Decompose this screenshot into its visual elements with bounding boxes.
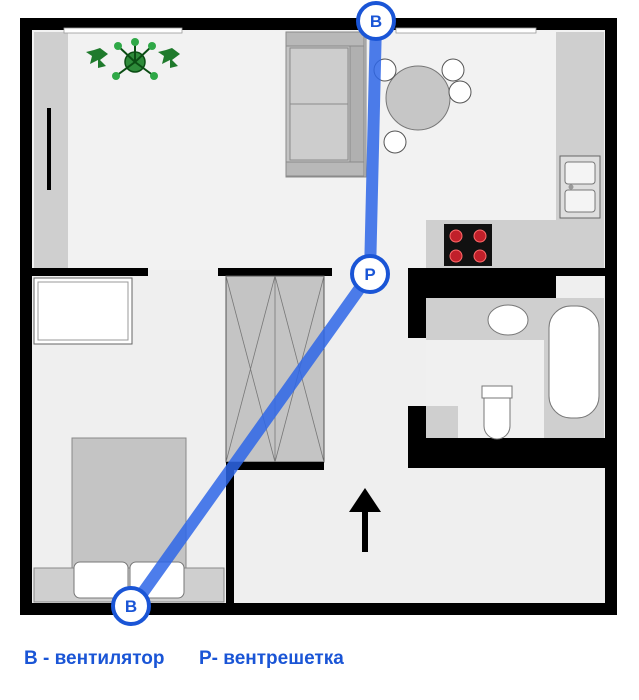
bathroom-wall-bottom xyxy=(408,438,605,468)
sofa xyxy=(285,31,367,178)
stove-icon xyxy=(444,224,492,266)
legend-fan: В - вентилятор xyxy=(24,648,165,669)
svg-text:В: В xyxy=(370,12,382,31)
cabinet-handle xyxy=(47,108,51,190)
bathroom-wall-left xyxy=(408,268,426,338)
window-top-right xyxy=(395,27,537,34)
wall-center-mid xyxy=(218,268,332,276)
chandelier-icon xyxy=(112,38,158,80)
duct-path xyxy=(128,16,382,611)
bedroom-shelf xyxy=(33,277,133,345)
dining-table xyxy=(373,58,472,154)
svg-text:В: В xyxy=(125,597,137,616)
sink-icon xyxy=(559,155,601,219)
floor-plan: В Р В xyxy=(20,1,617,626)
bathroom-wall-top xyxy=(408,268,556,298)
wall-below-wardrobe xyxy=(226,462,324,470)
window-top-left xyxy=(63,27,183,34)
bathroom-wall-lower-left xyxy=(408,406,426,468)
plant-icon xyxy=(86,48,180,68)
toilet-icon xyxy=(481,385,513,440)
up-arrow-icon xyxy=(349,488,381,552)
bed xyxy=(33,437,225,603)
svg-text:Р: Р xyxy=(364,265,375,284)
fan-marker-bottom: В xyxy=(111,586,151,626)
legend-grille: Р- вентрешетка xyxy=(199,648,344,669)
grille-marker: Р xyxy=(350,254,390,294)
wall-bedroom-right xyxy=(226,462,234,603)
bathroom-sink-icon xyxy=(487,304,529,336)
toilet-tank xyxy=(426,406,458,438)
bathtub-icon xyxy=(548,305,600,419)
wall-left-mid xyxy=(32,268,148,276)
fan-marker-top: В xyxy=(356,1,396,41)
